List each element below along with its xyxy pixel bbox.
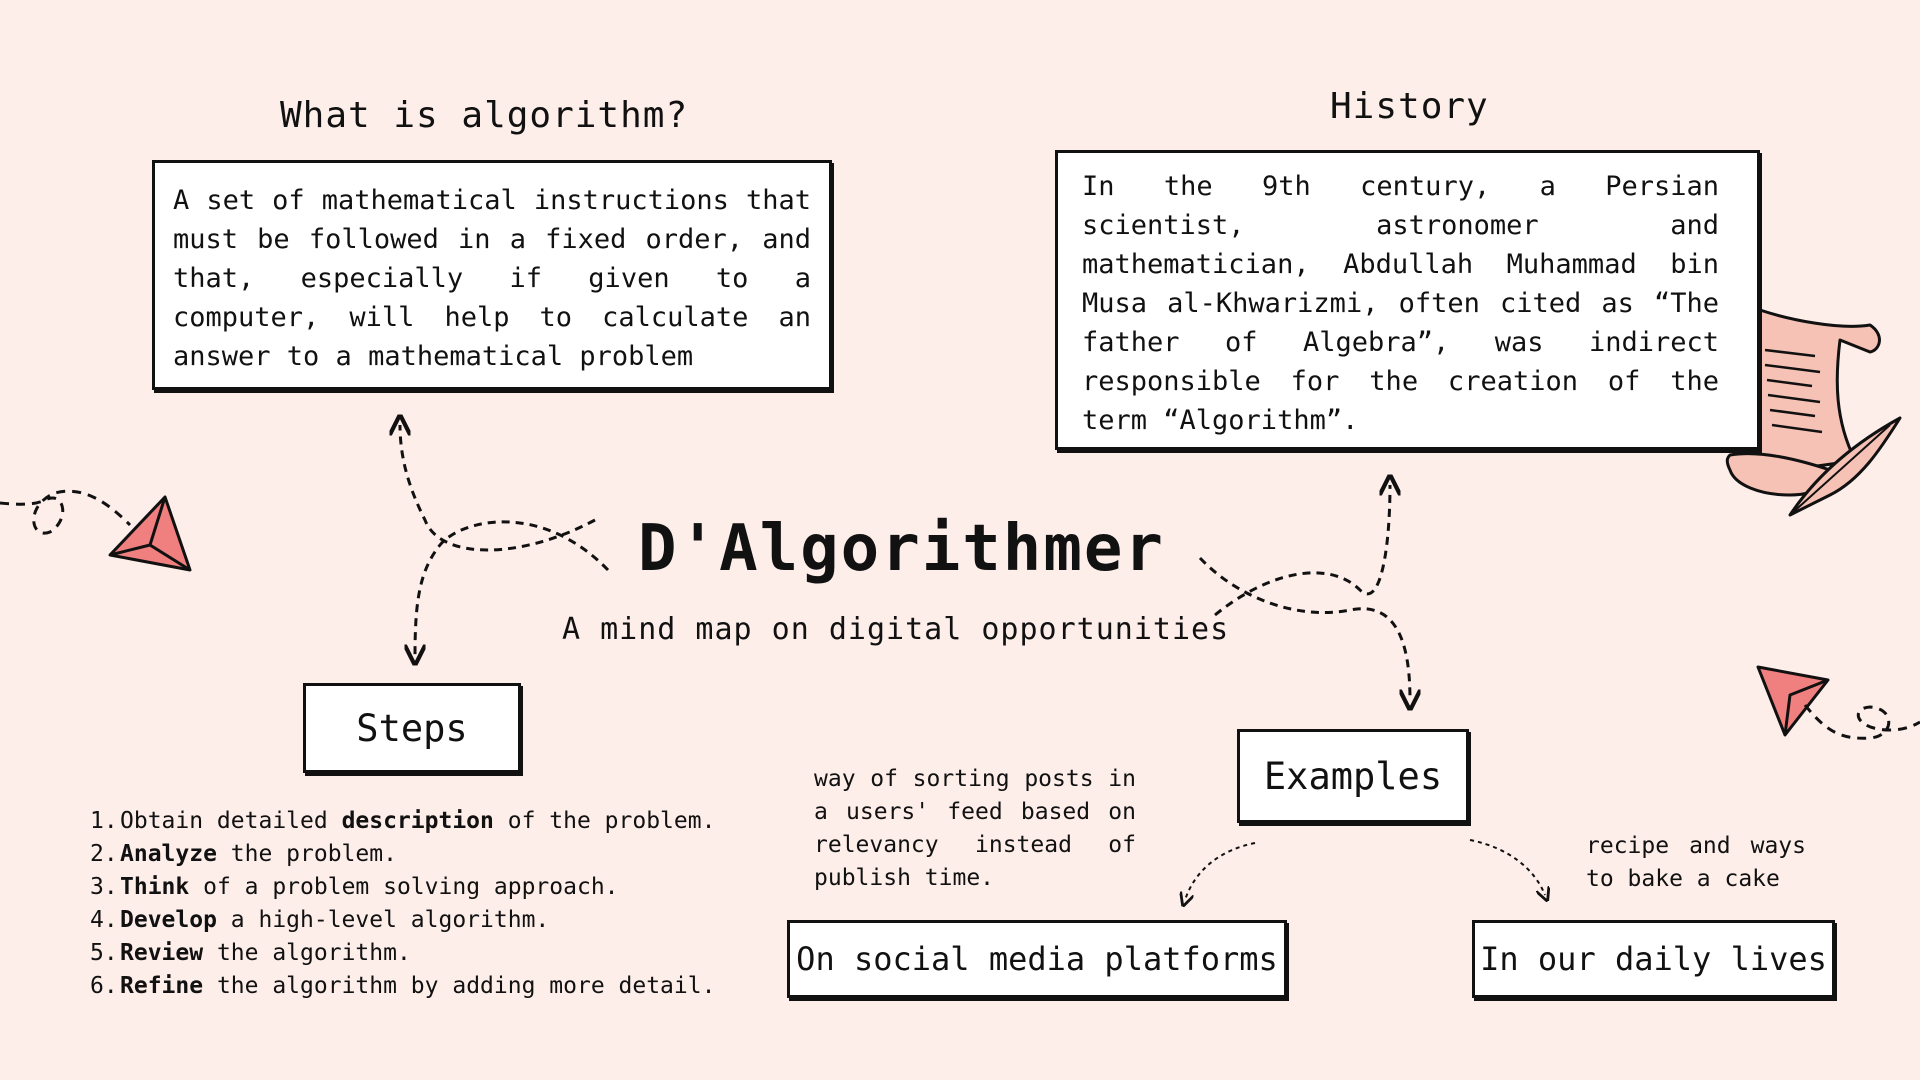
steps-box: Steps — [303, 683, 521, 773]
scroll-quill-icon — [1725, 308, 1902, 517]
history-text: In the 9th century, a Persian scientist,… — [1082, 171, 1719, 436]
daily-note: recipe and ways to bake a cake — [1586, 833, 1806, 892]
list-item: 5.Review the algorithm. — [90, 940, 411, 966]
arrow-to-history — [1214, 485, 1390, 617]
definition-box: A set of mathematical instructions that … — [152, 160, 832, 390]
list-item: 3.Think of a problem solving approach. — [90, 874, 619, 900]
list-item: 4.Develop a high-level algorithm. — [90, 907, 550, 933]
history-heading: History — [1330, 86, 1489, 127]
definition-text: A set of mathematical instructions that … — [173, 185, 811, 372]
main-title: D'Algorithmer — [638, 512, 1165, 586]
steps-list: 1.Obtain detailed description of the pro… — [90, 805, 715, 1003]
history-box: In the 9th century, a Persian scientist,… — [1055, 150, 1760, 450]
list-item: 6.Refine the algorithm by adding more de… — [90, 973, 716, 999]
steps-heading: Steps — [356, 706, 468, 750]
social-media-box: On social media platforms — [787, 920, 1287, 998]
list-item: 1.Obtain detailed description of the pro… — [90, 808, 716, 834]
social-note: way of sorting posts in a users' feed ba… — [814, 766, 1136, 891]
social-media-label: On social media platforms — [796, 940, 1278, 978]
subtitle: A mind map on digital opportunities — [562, 612, 1230, 647]
paper-plane-icon — [0, 489, 192, 572]
arrow-to-daily — [1469, 839, 1545, 895]
examples-heading: Examples — [1263, 754, 1443, 798]
daily-lives-box: In our daily lives — [1472, 920, 1835, 998]
paper-plane-icon — [1756, 665, 1920, 740]
daily-lives-label: In our daily lives — [1480, 940, 1827, 978]
list-item: 2.Analyze the problem. — [90, 841, 397, 867]
definition-heading: What is algorithm? — [280, 95, 689, 136]
arrow-to-definition — [400, 425, 596, 552]
arrow-to-social — [1185, 842, 1256, 900]
examples-box: Examples — [1237, 729, 1469, 823]
